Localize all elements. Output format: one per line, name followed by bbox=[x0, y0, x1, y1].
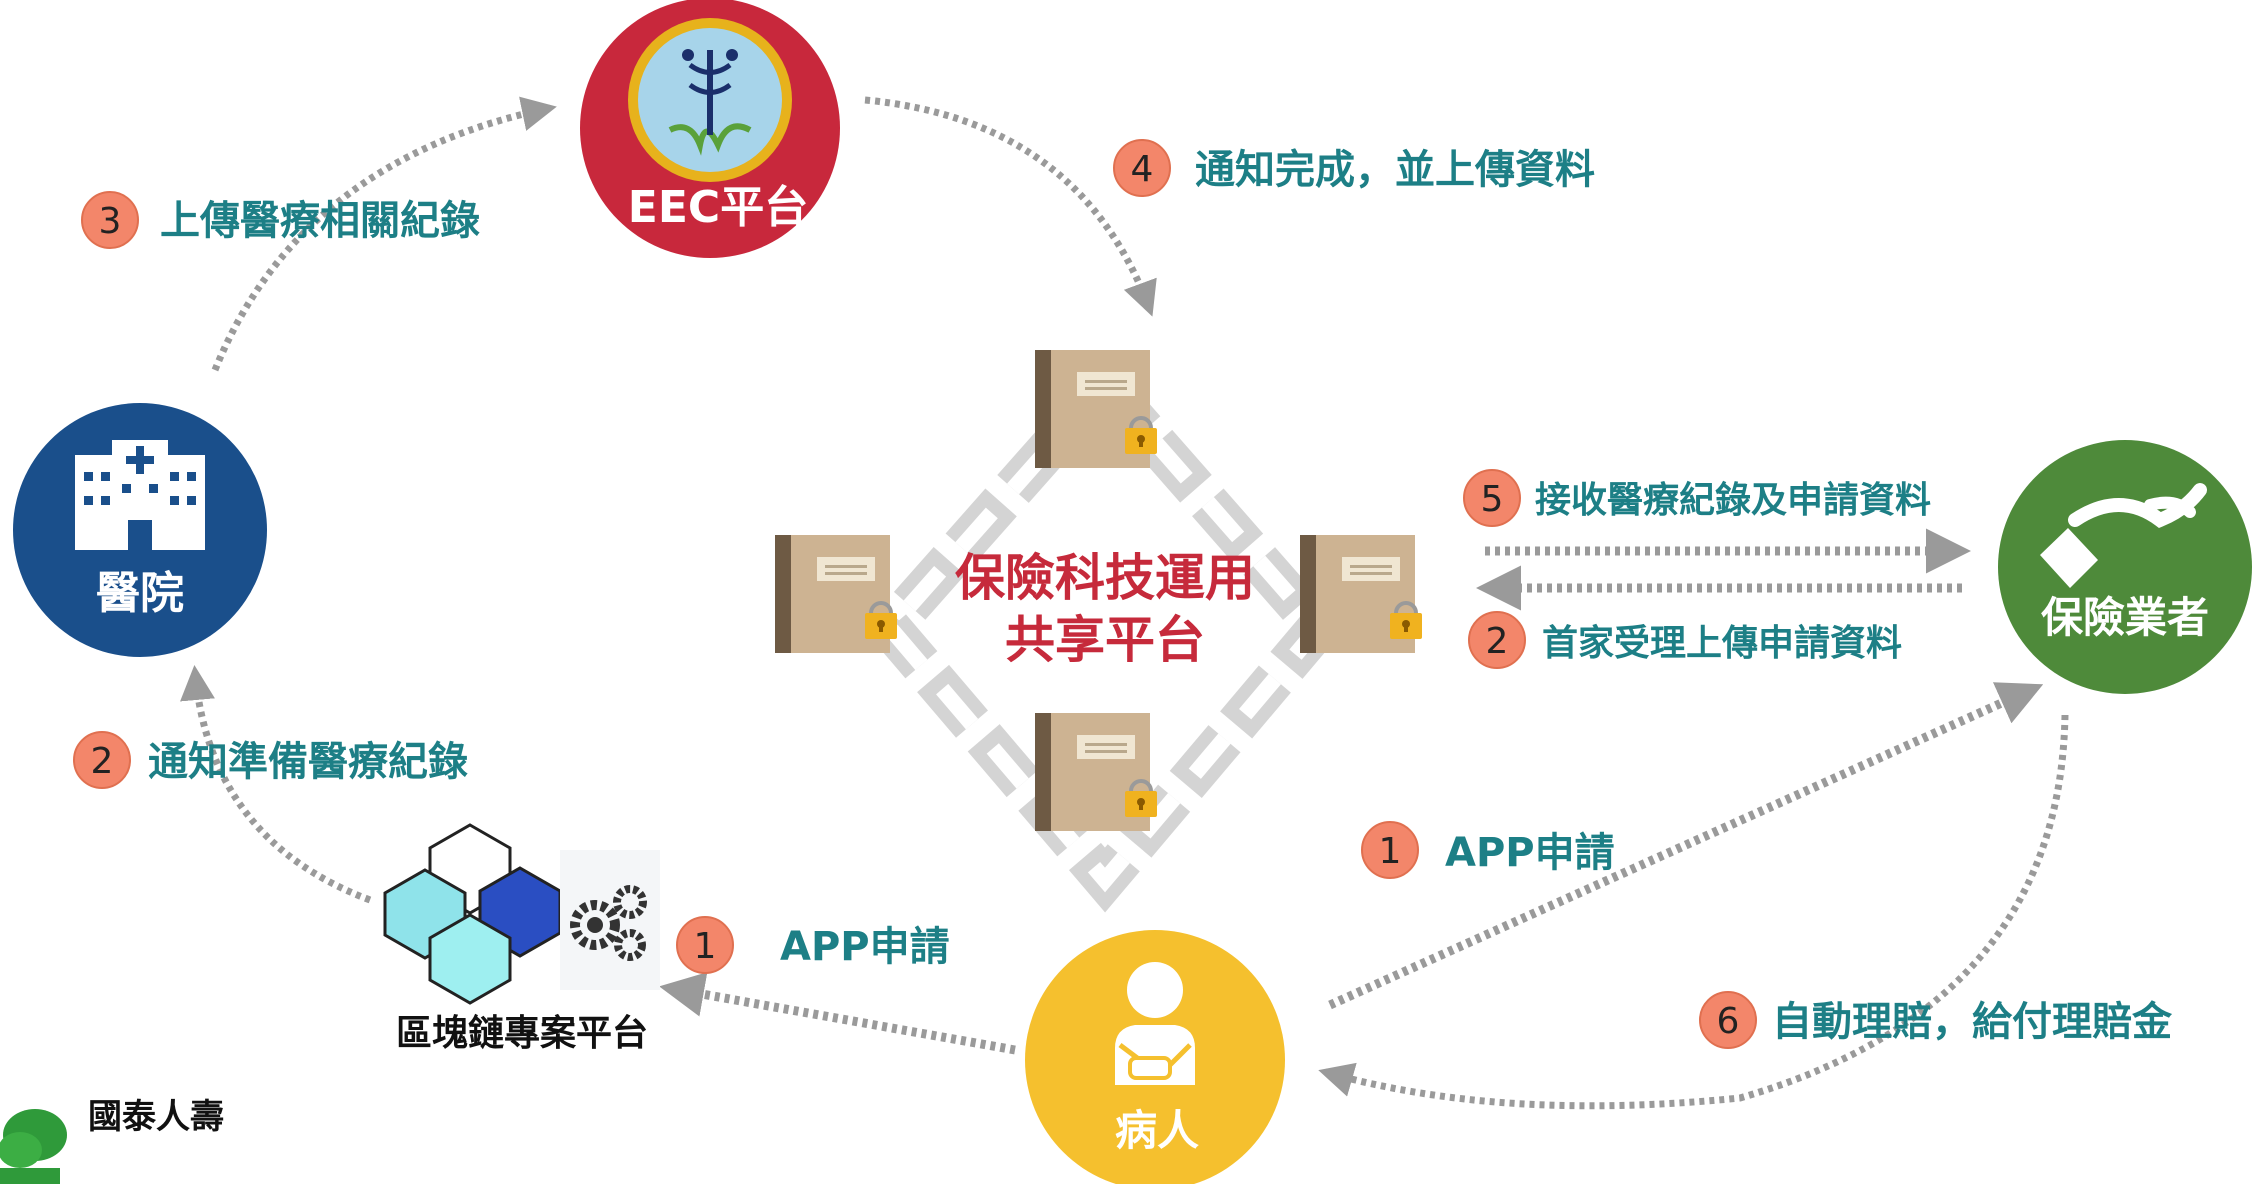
arrow-eec-to-platform bbox=[864, 96, 1157, 317]
injured-person-icon bbox=[1115, 962, 1195, 1085]
step-upload-medical: 3 上傳醫療相關紀錄 bbox=[81, 191, 480, 249]
patient-label: 病人 bbox=[1115, 1106, 1199, 1155]
company-logo-name: 國泰人壽 bbox=[88, 1097, 224, 1137]
handshake-hand-icon bbox=[2040, 483, 2207, 588]
blockchain-cubes-icon bbox=[383, 823, 562, 1005]
arrow-patient-to-blockchain bbox=[659, 972, 1016, 1055]
step-number: 3 bbox=[99, 201, 122, 242]
step-text: 首家受理上傳申請資料 bbox=[1542, 623, 1902, 664]
ledger-book-left bbox=[773, 533, 899, 655]
blockchain-platform-node: 區塊鏈專案平台 bbox=[383, 823, 660, 1054]
step-receive-records: 5 接收醫療紀錄及申請資料 bbox=[1463, 469, 1931, 527]
center-title-line1: 保險科技運用 bbox=[955, 549, 1255, 607]
step-number: 2 bbox=[1486, 621, 1509, 662]
ledger-book-bottom bbox=[1033, 711, 1159, 833]
step-number: 4 bbox=[1131, 149, 1154, 190]
ledger-book-right bbox=[1298, 533, 1424, 655]
eec-label: EEC平台 bbox=[628, 182, 808, 233]
step-auto-claim: 6 自動理賠，給付理賠金 bbox=[1699, 991, 2173, 1049]
blockchain-label: 區塊鏈專案平台 bbox=[396, 1012, 648, 1054]
hospital-label: 醫院 bbox=[96, 568, 184, 619]
step-first-upload: 2 首家受理上傳申請資料 bbox=[1468, 611, 1902, 669]
center-title-line2: 共享平台 bbox=[1005, 611, 1205, 669]
arrow-hospital-to-eec bbox=[211, 96, 557, 372]
hospital-node: 醫院 bbox=[13, 403, 267, 657]
ministry-seal-icon bbox=[628, 18, 792, 182]
step-notify-complete: 4 通知完成，並上傳資料 bbox=[1113, 139, 1595, 197]
step-number: 6 bbox=[1717, 1001, 1740, 1042]
arrow-blockchain-to-hospital bbox=[180, 665, 372, 904]
step-number: 1 bbox=[694, 926, 717, 967]
eec-platform-node: EEC平台 bbox=[580, 0, 840, 258]
hospital-building-icon bbox=[75, 440, 205, 550]
chain-ring bbox=[862, 353, 1346, 913]
step-number: 1 bbox=[1379, 831, 1402, 872]
step-text: 上傳醫療相關紀錄 bbox=[160, 198, 480, 244]
step-text: 通知完成，並上傳資料 bbox=[1195, 147, 1595, 193]
insurer-node: 保險業者 bbox=[1998, 440, 2252, 694]
step-number: 2 bbox=[91, 741, 114, 782]
arrow-patient-to-insurer bbox=[1328, 682, 2044, 1010]
patient-node: 病人 bbox=[1025, 930, 1285, 1184]
ledger-book-top bbox=[1033, 348, 1159, 470]
step-text: APP申請 bbox=[780, 924, 950, 970]
step-number: 5 bbox=[1481, 479, 1504, 520]
step-notify-prepare: 2 通知準備醫療紀錄 bbox=[73, 731, 468, 789]
step-text: 自動理賠，給付理賠金 bbox=[1772, 999, 2173, 1045]
insurer-label: 保險業者 bbox=[2041, 593, 2209, 642]
arrow-insurer-to-patient bbox=[1318, 714, 2069, 1110]
step-text: 接收醫療紀錄及申請資料 bbox=[1535, 480, 1931, 521]
step-app-left: 1 APP申請 bbox=[676, 916, 950, 974]
step-app-right: 1 APP申請 bbox=[1361, 821, 1615, 879]
gears-icon bbox=[560, 850, 660, 990]
flow-arrows bbox=[180, 96, 2069, 1110]
step-text: 通知準備醫療紀錄 bbox=[148, 739, 468, 785]
tree-logo-icon bbox=[0, 1109, 67, 1184]
step-text: APP申請 bbox=[1445, 830, 1615, 876]
company-logo: 國泰人壽 bbox=[0, 1097, 224, 1184]
